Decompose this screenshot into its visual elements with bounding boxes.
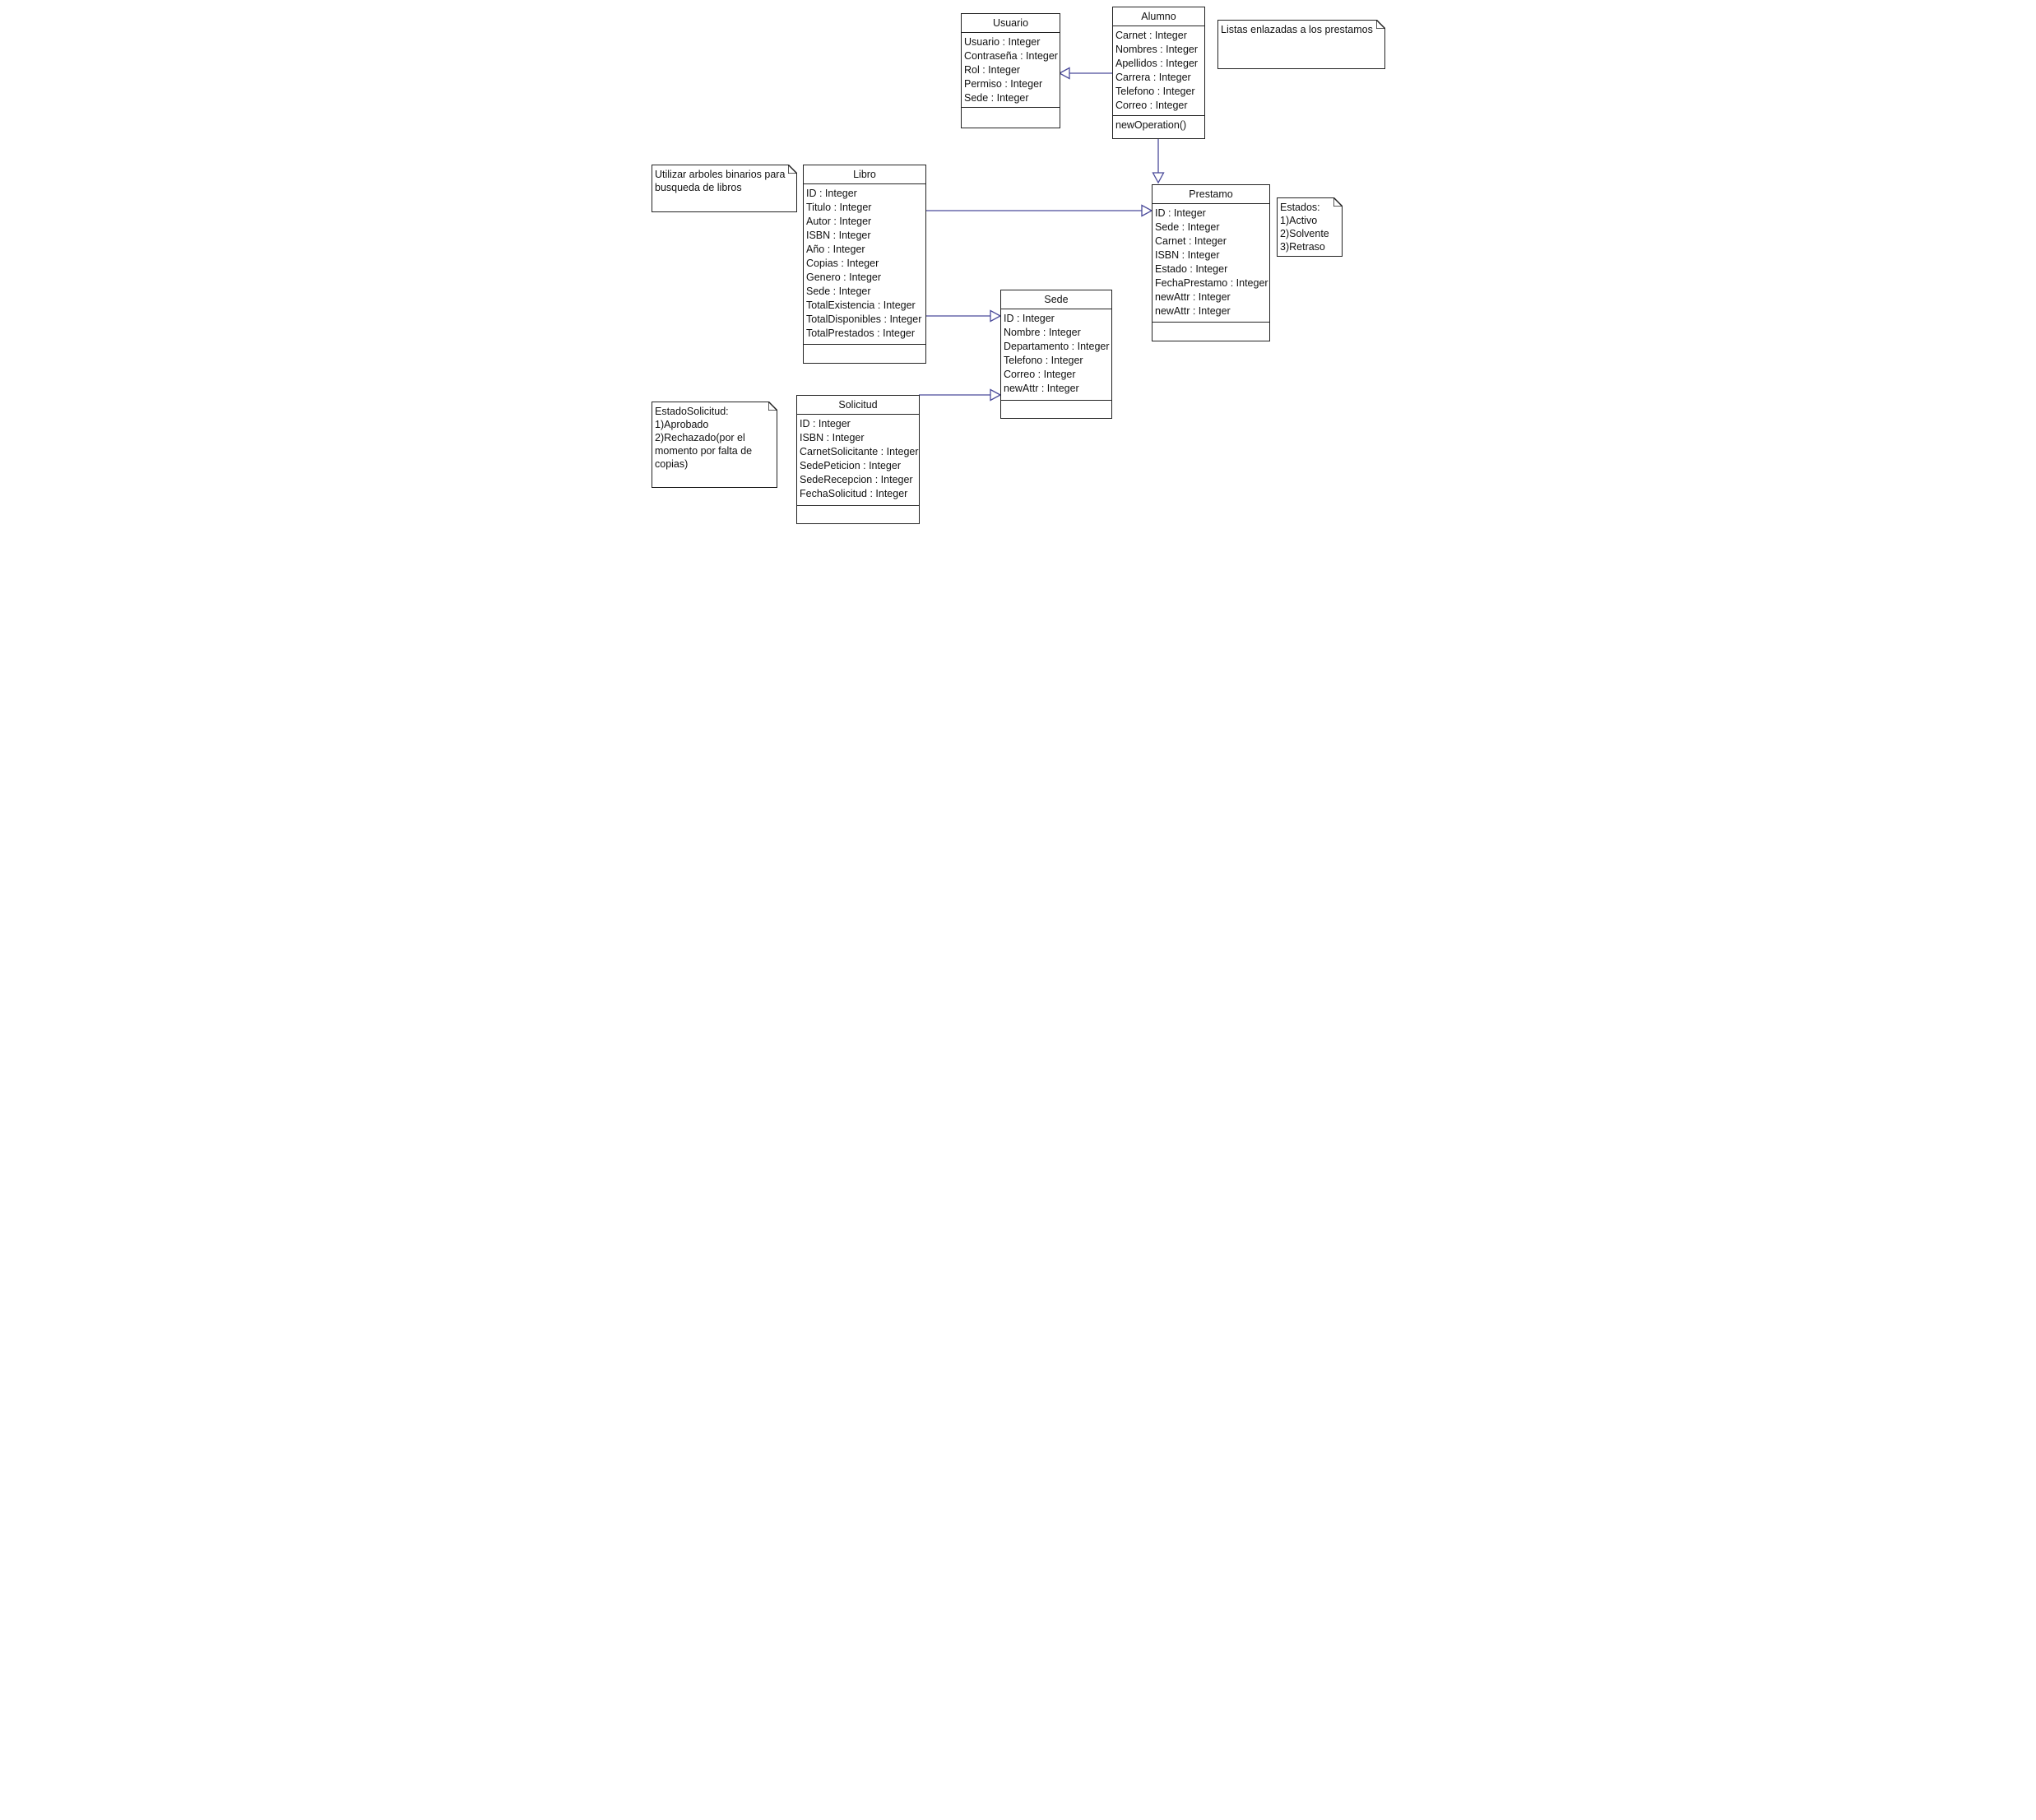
note-fold-icon (1376, 20, 1385, 29)
operation-list (1152, 323, 1269, 341)
relation-solicitud-sede (919, 388, 1002, 402)
note-estados[interactable]: Estados: 1)Activo 2)Solvente 3)Retraso (1277, 197, 1343, 257)
class-attribute: Carnet : Integer (1115, 30, 1187, 41)
class-attribute: Carnet : Integer (1155, 235, 1227, 247)
class-attribute: newAttr : Integer (1155, 291, 1231, 303)
relation-libro-sede (925, 309, 1002, 323)
class-attribute: ISBN : Integer (806, 230, 871, 241)
operation-list: newOperation() (1113, 116, 1204, 135)
note-estado-solicitud[interactable]: EstadoSolicitud: 1)Aprobado 2)Rechazado(po… (652, 402, 777, 488)
relation-alumno-prestamo (1152, 138, 1165, 184)
class-attribute: Permiso : Integer (964, 78, 1043, 90)
class-attribute: ID : Integer (1004, 313, 1055, 324)
class-attribute: ID : Integer (800, 418, 851, 429)
class-attribute: Sede : Integer (964, 92, 1029, 104)
class-attribute: FechaSolicitud : Integer (800, 488, 908, 499)
note-text: 2)Rechazado(por el (655, 432, 745, 443)
class-title: Solicitud (797, 396, 919, 415)
class-attribute: Nombres : Integer (1115, 44, 1199, 55)
relation-libro-prestamo (925, 204, 1153, 217)
note-text: Listas enlazadas a los prestamos (1221, 24, 1373, 35)
class-attribute: SedeRecepcion : Integer (800, 474, 913, 485)
class-attribute: Nombre : Integer (1004, 327, 1081, 338)
class-attribute: TotalExistencia : Integer (806, 299, 916, 311)
class-attribute: Genero : Integer (806, 272, 882, 283)
note-text: busqueda de libros (655, 182, 742, 193)
note-text: Estados: (1280, 202, 1320, 213)
note-fold-icon (768, 402, 777, 411)
note-text: momento por falta de (655, 445, 753, 457)
class-attribute: Carrera : Integer (1115, 72, 1191, 83)
class-attribute: Sede : Integer (806, 286, 871, 297)
note-fold-icon (1333, 197, 1343, 207)
operation-list (962, 108, 1060, 127)
class-attribute: newAttr : Integer (1004, 383, 1079, 394)
class-attribute: Autor : Integer (806, 216, 872, 227)
class-attribute: SedePeticion : Integer (800, 460, 901, 471)
note-text: 1)Aprobado (655, 419, 709, 430)
class-attribute: Correo : Integer (1115, 100, 1188, 111)
class-title: Libro (804, 165, 925, 184)
class-attribute: Copias : Integer (806, 258, 879, 269)
class-attribute: Departamento : Integer (1004, 341, 1110, 352)
note-text: EstadoSolicitud: (655, 406, 729, 417)
class-attribute: Telefono : Integer (1004, 355, 1083, 366)
note-text: 2)Solvente (1280, 228, 1329, 239)
note-listas-enlazadas[interactable]: Listas enlazadas a los prestamos (1217, 20, 1385, 69)
relation-alumno-usuario (1058, 67, 1112, 80)
class-attribute: Estado : Integer (1155, 263, 1228, 275)
note-text: copias) (655, 458, 689, 470)
class-operation: newOperation() (1115, 119, 1187, 131)
class-title: Sede (1001, 290, 1111, 309)
class-attribute: FechaPrestamo : Integer (1155, 277, 1268, 289)
class-attribute: TotalDisponibles : Integer (806, 313, 922, 325)
class-attribute: newAttr : Integer (1155, 305, 1231, 317)
note-arboles-binarios[interactable]: Utilizar arboles binarios para busqueda d… (652, 165, 797, 212)
class-attribute: Contraseña : Integer (964, 50, 1058, 62)
operation-list (804, 345, 925, 364)
class-title: Alumno (1113, 7, 1204, 26)
class-attribute: Titulo : Integer (806, 202, 872, 213)
note-fold-icon (788, 165, 797, 174)
class-attribute: ID : Integer (1155, 207, 1206, 219)
class-attribute: Telefono : Integer (1115, 86, 1195, 97)
operation-list (1001, 401, 1111, 420)
class-attribute: Usuario : Integer (964, 36, 1041, 48)
class-attribute: CarnetSolicitante : Integer (800, 446, 919, 457)
class-attribute: Correo : Integer (1004, 369, 1076, 380)
class-attribute: Sede : Integer (1155, 221, 1220, 233)
class-title: Prestamo (1152, 185, 1269, 204)
class-attribute: ID : Integer (806, 188, 857, 199)
class-attribute: TotalPrestados : Integer (806, 327, 916, 339)
class-attribute: Apellidos : Integer (1115, 58, 1199, 69)
note-text: Utilizar arboles binarios para (655, 169, 786, 180)
note-text: 1)Activo (1280, 215, 1318, 226)
operation-list (797, 506, 919, 525)
class-title: Usuario (962, 14, 1060, 33)
class-attribute: ISBN : Integer (800, 432, 865, 443)
class-attribute: ISBN : Integer (1155, 249, 1220, 261)
class-attribute: Año : Integer (806, 244, 865, 255)
class-attribute: Rol : Integer (964, 64, 1021, 76)
note-text: 3)Retraso (1280, 241, 1325, 253)
